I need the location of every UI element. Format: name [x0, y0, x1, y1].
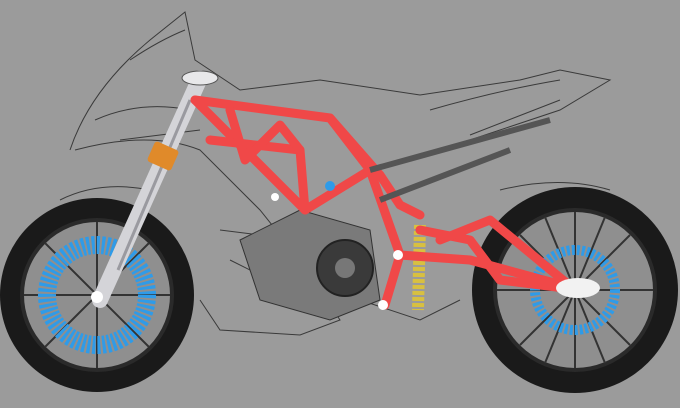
marker-point [325, 181, 335, 191]
front-axle [91, 291, 103, 303]
front-fork [92, 70, 219, 308]
rear-wheel [472, 187, 678, 393]
subframe [369, 117, 551, 203]
front-brake-disc [38, 236, 156, 354]
rear-shock [412, 224, 426, 311]
pivot-point [378, 300, 388, 310]
engine [239, 209, 381, 321]
trellis-frame [190, 95, 585, 310]
pivot-point [271, 193, 279, 201]
axle-cap [556, 278, 600, 298]
pivot-point [393, 250, 403, 260]
rear-brake-disc [530, 245, 620, 335]
fork-collar [147, 141, 179, 171]
